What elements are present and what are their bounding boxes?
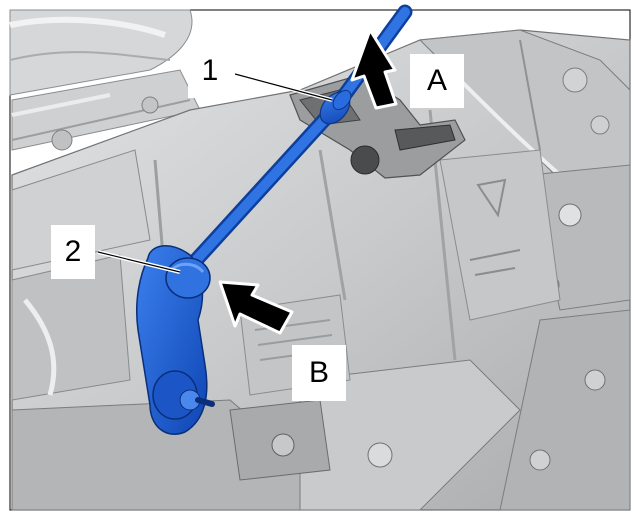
arrow-label-a: A xyxy=(410,54,464,108)
arrow-b xyxy=(218,280,294,335)
background-components xyxy=(9,9,201,151)
leader-line-1 xyxy=(234,73,333,101)
callout-2: 2 xyxy=(51,225,95,279)
selector-lever xyxy=(135,245,215,435)
callout-1: 1 xyxy=(188,44,232,98)
arrow-label-b: B xyxy=(292,345,346,401)
embossed-logo xyxy=(476,178,507,218)
leader-line-2 xyxy=(97,251,181,273)
arrow-a xyxy=(350,28,398,110)
